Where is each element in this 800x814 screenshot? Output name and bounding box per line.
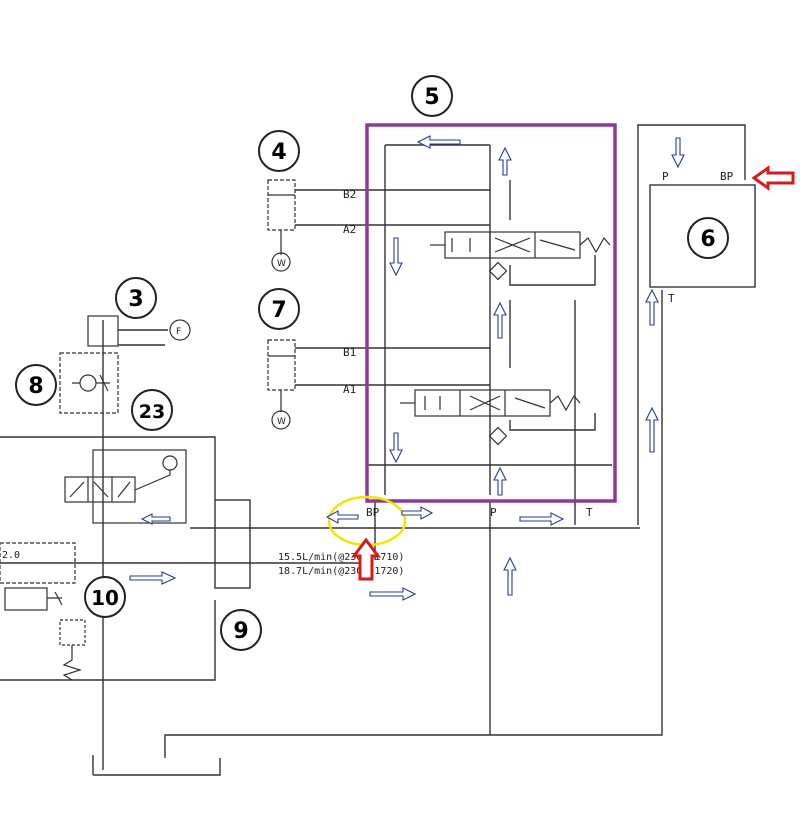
arrow-left-bp	[325, 510, 359, 524]
arrow-up-trunk-1	[645, 288, 659, 326]
arrow-up-mid	[493, 301, 507, 339]
port-b2: B2	[343, 188, 356, 201]
component-3-body	[87, 315, 191, 347]
label-9: 9	[233, 619, 248, 644]
arrow-right-p	[519, 512, 565, 526]
bubble-4	[258, 130, 300, 172]
return-line-bottom	[164, 520, 663, 758]
arrow-left-top	[416, 135, 461, 149]
arrow-up-trunk-2	[645, 406, 659, 453]
bubble-3	[115, 277, 157, 319]
relief-setting: 2.0	[2, 550, 20, 561]
w-gauge-upper-label: W	[277, 259, 286, 269]
red-arrow-up-bp	[351, 537, 381, 581]
component-9-body	[214, 499, 251, 589]
valve-internal-right-upper	[509, 180, 596, 286]
port-a2: A2	[343, 223, 356, 236]
flow-rate-line-2: 18.7L/min(@2300/1720)	[278, 566, 404, 577]
arrow-right-bp	[401, 506, 434, 520]
f-gauge	[169, 319, 191, 341]
block-6-body	[649, 184, 756, 288]
valve-internal-right-lower	[509, 300, 596, 431]
arrow-right-flow	[369, 587, 417, 601]
spool-upper	[430, 231, 611, 281]
arrow-right-10	[129, 571, 177, 585]
port-t-block6: T	[668, 292, 675, 305]
port-p-block6: P	[662, 170, 669, 183]
right-trunk-outer	[637, 124, 746, 525]
red-arrows	[351, 165, 795, 581]
component-8-body	[59, 352, 119, 414]
label-5: 5	[424, 85, 439, 110]
label-3: 3	[128, 287, 143, 312]
flow-rate-line-1: 15.5L/min(@2300/1710)	[278, 552, 404, 563]
label-10: 10	[91, 586, 119, 610]
arrow-up-p-line	[503, 556, 517, 596]
component-bubbles	[15, 75, 729, 651]
port-t-valve: T	[586, 506, 593, 519]
bubble-9	[220, 609, 262, 651]
highlight-valve-5-box	[365, 123, 617, 503]
actuator-7	[267, 339, 296, 430]
arrow-left-23	[140, 513, 171, 525]
port-p-valve: P	[490, 506, 497, 519]
bubble-23	[131, 389, 173, 431]
actuator-4	[267, 179, 296, 272]
label-6: 6	[700, 227, 715, 252]
bubble-8	[15, 364, 57, 406]
bubble-10	[84, 576, 126, 618]
w-gauge-upper	[271, 252, 291, 272]
port-b1: B1	[343, 346, 356, 359]
w-gauge-lower	[271, 410, 291, 430]
bubble-6	[687, 217, 729, 259]
label-8: 8	[28, 374, 43, 399]
hydraulic-lines	[0, 124, 746, 776]
bubble-7	[258, 288, 300, 330]
port-bp-valve: BP	[366, 506, 380, 519]
block-23-outline	[0, 436, 216, 681]
f-gauge-label: F	[176, 327, 181, 337]
label-23: 23	[139, 401, 165, 423]
arrow-down-upper	[389, 237, 403, 277]
red-arrow-left-bp6	[751, 165, 795, 191]
arrow-down-6	[671, 137, 685, 169]
port-bp-block6: BP	[720, 170, 734, 183]
label-4: 4	[271, 140, 286, 165]
bubble-5	[411, 75, 453, 117]
arrow-up-lower	[493, 466, 507, 496]
arrow-up-top	[498, 146, 512, 176]
spool-lower	[400, 389, 581, 446]
highlight-bp-circle	[327, 495, 407, 547]
flow-arrows	[129, 135, 685, 601]
w-gauge-lower-label: W	[277, 417, 286, 427]
label-7: 7	[271, 298, 286, 323]
port-a1: A1	[343, 383, 356, 396]
component-23-body	[64, 449, 187, 524]
tank-bottom-left	[93, 758, 221, 776]
component-10-body	[0, 542, 86, 681]
arrow-down-lower	[389, 432, 403, 464]
